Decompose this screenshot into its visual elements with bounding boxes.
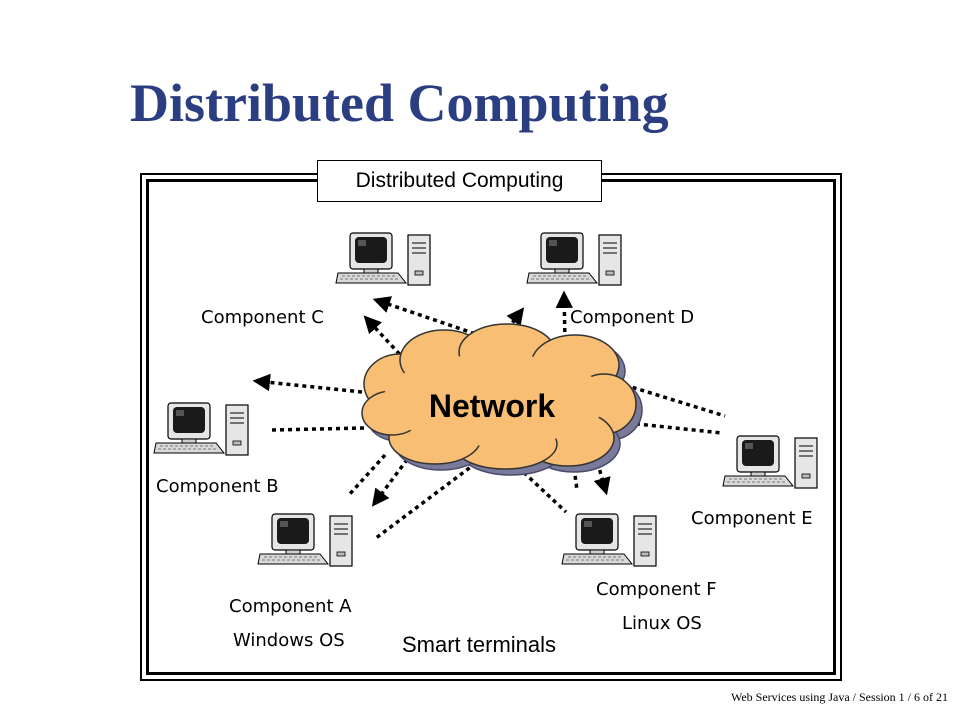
- component-f-os-label: Linux OS: [622, 613, 702, 634]
- computer-component-c-icon: [335, 232, 431, 286]
- computer-component-a-icon: [257, 513, 353, 567]
- arrow-to-component-e-1: [624, 383, 726, 418]
- arrow-to-component-e-2: [627, 421, 723, 435]
- component-f-label: Component F: [596, 579, 717, 600]
- component-a-os-label: Windows OS: [233, 630, 345, 651]
- component-d-label: Component D: [570, 307, 695, 328]
- arrow-to-component-c-2: [363, 315, 407, 362]
- arrow-to-component-a-3: [374, 461, 478, 540]
- diagram-frame-label: Distributed Computing: [317, 160, 602, 202]
- arrow-to-component-b-2: [271, 426, 365, 432]
- component-e-label: Component E: [691, 508, 813, 529]
- smart-terminals-caption: Smart terminals: [402, 632, 557, 657]
- arrow-to-component-c-1: [372, 296, 506, 346]
- arrow-to-component-b-1: [252, 373, 363, 394]
- arrow-to-component-f-1: [571, 459, 579, 491]
- component-b-label: Component B: [156, 476, 279, 497]
- slide-title: Distributed Computing: [130, 73, 669, 133]
- arrow-to-component-a-1: [346, 453, 387, 498]
- computer-component-f-icon: [561, 513, 657, 567]
- computer-component-d-icon: [526, 232, 622, 286]
- component-a-label: Component A: [229, 596, 352, 617]
- network-label: Network: [429, 388, 555, 424]
- network-cloud: [361, 323, 637, 470]
- computer-component-b-icon: [153, 402, 249, 456]
- computer-component-e-icon: [722, 435, 818, 489]
- slide-footer: Web Services using Java / Session 1 / 6 …: [730, 690, 948, 704]
- arrow-to-component-d-2: [555, 290, 574, 341]
- component-c-label: Component C: [201, 307, 324, 328]
